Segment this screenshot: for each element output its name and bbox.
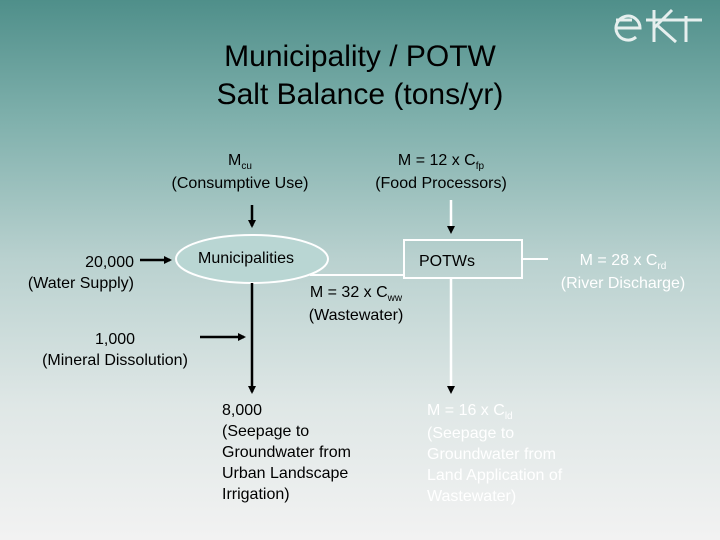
water-supply-value: 20,000: [85, 254, 134, 271]
consumptive-m: M: [228, 152, 242, 169]
wastewater-sub: ww: [387, 293, 403, 304]
seepage-urban-value: 8,000: [222, 402, 263, 419]
title-line-2: Salt Balance (tons/yr): [216, 78, 504, 111]
municipalities-label: Municipalities: [198, 250, 295, 267]
food-m: M = 12 x C: [397, 152, 476, 169]
river-discharge-label: M = 28 x Crd (River Discharge): [548, 250, 698, 294]
seepage-urban-line-2: Groundwater from: [222, 444, 351, 461]
title-line-1: Municipality / POTW: [224, 40, 496, 73]
seepage-land-line-4: Wastewater): [427, 488, 517, 505]
consumptive-sub: cu: [241, 161, 252, 172]
consumptive-desc: (Consumptive Use): [171, 175, 309, 192]
mineral-desc: (Mineral Dissolution): [42, 352, 188, 369]
food-sub: fp: [475, 161, 485, 172]
seepage-land-line-1: (Seepage to: [427, 425, 515, 442]
food-processors-label: M = 12 x Cfp (Food Processors): [360, 150, 522, 194]
water-supply-label: 20,000 (Water Supply): [10, 252, 134, 294]
mineral-dissolution-label: 1,000 (Mineral Dissolution): [30, 329, 200, 371]
seepage-urban-line-3: Urban Landscape: [222, 465, 349, 482]
seepage-land-line-2: Groundwater from: [427, 446, 556, 463]
seepage-urban-line-4: Irrigation): [222, 486, 290, 503]
wastewater-m: M = 32 x C: [309, 284, 388, 301]
eki-logo: [610, 6, 706, 51]
seepage-land-label: M = 16 x Cld (Seepage to Groundwater fro…: [427, 400, 562, 507]
seepage-land-sub: ld: [504, 411, 513, 422]
potws-label: POTWs: [419, 253, 475, 270]
seepage-urban-label: 8,000 (Seepage to Groundwater from Urban…: [222, 400, 351, 505]
mineral-value: 1,000: [94, 331, 136, 348]
food-desc: (Food Processors): [375, 175, 507, 192]
river-sub: rd: [657, 261, 667, 272]
wastewater-desc: (Wastewater): [308, 307, 404, 324]
river-desc: (River Discharge): [560, 275, 686, 292]
seepage-urban-line-1: (Seepage to: [222, 423, 310, 440]
water-supply-desc: (Water Supply): [27, 275, 134, 292]
wastewater-label: M = 32 x Cww (Wastewater): [296, 282, 416, 326]
page-title: Municipality / POTW Salt Balance (tons/y…: [0, 38, 720, 114]
consumptive-use-label: Mcu (Consumptive Use): [160, 150, 320, 194]
seepage-land-line-3: Land Application of: [427, 467, 563, 484]
seepage-land-m: M = 16 x C: [427, 402, 505, 419]
river-m: M = 28 x C: [579, 252, 658, 269]
